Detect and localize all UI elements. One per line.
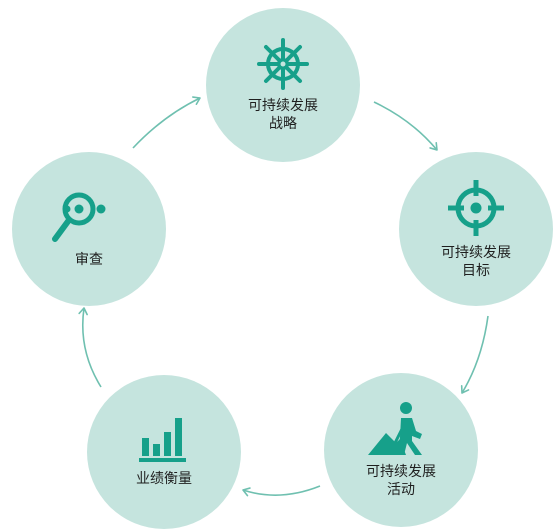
arrow-goals-to-actions	[460, 315, 489, 394]
node-goals-label-line2: 目标	[462, 263, 490, 279]
magnifier-icon	[52, 192, 106, 242]
node-review: 审查	[12, 152, 166, 306]
node-actions-label-line1: 可持续发展	[366, 464, 436, 480]
ship-wheel-icon	[257, 38, 309, 90]
arrow-strategy-to-goals	[373, 101, 438, 151]
node-actions-label: 可持续发展 活动	[366, 463, 436, 499]
node-strategy-label-line2: 战略	[269, 116, 297, 132]
node-strategy-label: 可持续发展 战略	[248, 97, 318, 133]
node-actions-label-line2: 活动	[387, 482, 415, 498]
node-actions: 可持续发展 活动	[324, 373, 478, 527]
arrow-actions-to-metrics	[242, 485, 321, 497]
node-goals-label: 可持续发展 目标	[441, 244, 511, 280]
node-metrics-label: 业绩衡量	[136, 470, 192, 488]
bar-chart-icon	[139, 418, 186, 462]
arrow-metrics-to-review	[78, 307, 102, 388]
node-metrics: 业绩衡量	[87, 375, 241, 529]
node-goals-label-line1: 可持续发展	[441, 245, 511, 261]
node-strategy: 可持续发展 战略	[206, 8, 360, 162]
crosshair-target-icon	[448, 180, 504, 236]
node-review-label: 审查	[75, 251, 103, 269]
node-strategy-label-line1: 可持续发展	[248, 98, 318, 114]
arrow-review-to-strategy	[132, 96, 201, 149]
node-metrics-label-line1: 业绩衡量	[136, 471, 192, 487]
worker-shoveling-icon	[368, 402, 422, 455]
node-goals: 可持续发展 目标	[399, 152, 553, 306]
node-review-label-line1: 审查	[75, 252, 103, 268]
